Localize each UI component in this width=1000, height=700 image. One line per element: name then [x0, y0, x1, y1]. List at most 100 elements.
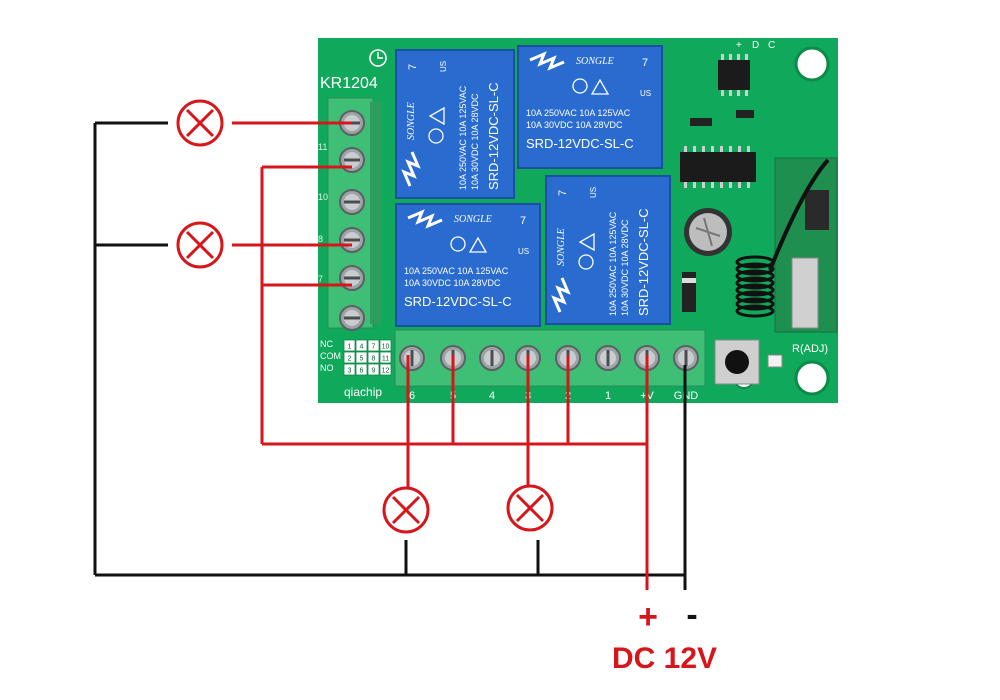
legend-cell-number: 4 — [360, 344, 364, 351]
smd-resistor — [736, 110, 754, 118]
dc-minus-symbol: - — [686, 596, 697, 634]
legend-cell-number: 6 — [360, 368, 364, 375]
songle-logo-icon — [529, 51, 565, 71]
songle-logo-icon — [551, 277, 571, 313]
side-terminal-label: 8 — [318, 234, 323, 244]
left-terminal-screws — [339, 110, 365, 331]
legend-cell — [379, 363, 392, 376]
diode-band — [682, 278, 696, 283]
mounting-hole — [794, 360, 830, 396]
clock-icon — [369, 49, 387, 67]
side-terminal-label: 11 — [318, 142, 327, 152]
terminal-screw — [673, 345, 699, 371]
ic-chip-pins — [684, 146, 750, 188]
relay-body — [395, 49, 515, 199]
dc-plus-symbol: + — [638, 598, 658, 636]
relay-pin-number: 7 — [557, 190, 569, 196]
lamps — [176, 99, 554, 534]
negative-wires — [93, 121, 687, 590]
terminal-screw — [479, 345, 505, 371]
relay-cert: US — [439, 61, 448, 72]
relay-model: SRD-12VDC-SL-C — [404, 294, 512, 309]
learn-button-cap — [725, 350, 749, 374]
legend-cell-number: 1 — [348, 344, 352, 351]
terminal-screw — [339, 227, 365, 253]
legend-no-label: NO — [320, 363, 334, 373]
legend-cell-number: 11 — [382, 356, 389, 363]
relay-brand: SONGLE — [556, 228, 567, 266]
board-maker-label: qiachip — [344, 385, 382, 399]
relay-model: SRD-12VDC-SL-C — [486, 82, 501, 190]
relay-pin-number: 7 — [407, 64, 419, 70]
legend-cell — [355, 339, 368, 352]
songle-logo-icon — [407, 209, 443, 229]
bottom-terminal-label: 1 — [605, 390, 611, 402]
legend-cell-number: 2 — [348, 356, 352, 363]
legend-cell-number: 3 — [348, 368, 352, 375]
relay-cert: US — [640, 89, 651, 98]
relay-pin-number: 7 — [642, 57, 648, 69]
relay-cert: US — [518, 247, 529, 256]
relay-rating-ac: 10A 250VAC 10A 125VAC — [404, 266, 509, 276]
capacitor-vent — [695, 217, 721, 247]
legend-nc-label: NC — [320, 339, 333, 349]
legend-cell — [379, 351, 392, 364]
legend-cell-number: 10 — [382, 344, 390, 351]
rf-crystal — [791, 257, 819, 329]
lamp-icon — [176, 99, 224, 147]
cqc-mark-icon — [572, 78, 588, 94]
warning-triangle-icon — [590, 78, 610, 95]
relay-brand: SONGLE — [576, 56, 614, 67]
relay-rating-dc: 10A 30VDC 10A 28VDC — [470, 93, 480, 190]
terminal-screw — [595, 345, 621, 371]
board-model-label: KR1204 — [320, 75, 378, 92]
warning-triangle-icon — [468, 236, 488, 253]
relay-rating-ac: 10A 250VAC 10A 125VAC — [458, 85, 468, 190]
side-terminal-label: 7 — [318, 274, 323, 284]
relay-pin-number: 7 — [520, 215, 526, 227]
warning-triangle-icon — [578, 232, 595, 252]
lamp-icon — [176, 221, 224, 269]
relay-rating-dc: 10A 30VDC 10A 28VDC — [620, 219, 630, 316]
legend-cell — [355, 351, 368, 364]
bottom-terminal-label: 6 — [409, 390, 415, 402]
bottom-terminal-label: 4 — [489, 390, 495, 402]
terminal-screw — [399, 345, 425, 371]
pcb-mark: D — [752, 40, 759, 51]
left-terminal-backing — [370, 102, 382, 324]
relay-rating-ac: 10A 250VAC 10A 125VAC — [608, 211, 618, 316]
relay-rating-dc: 10A 30VDC 10A 28VDC — [526, 120, 623, 130]
relay-cert: US — [589, 187, 598, 198]
antenna-coil — [735, 255, 775, 318]
side-terminal-label: 10 — [318, 192, 328, 202]
legend-cell — [343, 363, 356, 376]
terminal-screw — [339, 305, 365, 331]
legend-cell-number: 5 — [360, 356, 364, 363]
relay-body — [395, 203, 541, 327]
legend-cell — [343, 351, 356, 364]
cqc-mark-icon — [450, 236, 466, 252]
power-label: DC 12V — [612, 642, 717, 675]
relay-model: SRD-12VDC-SL-C — [526, 136, 634, 151]
lamp-icon — [382, 486, 430, 534]
antenna-lead — [768, 158, 830, 271]
legend-cell — [355, 363, 368, 376]
relay-brand: SONGLE — [406, 102, 417, 140]
legend-cell — [367, 363, 380, 376]
relay-brand: SONGLE — [454, 214, 492, 225]
lamp-icon — [506, 484, 554, 532]
mounting-hole — [794, 46, 830, 82]
rf-shield — [805, 190, 829, 230]
clock-hands — [377, 52, 383, 59]
legend-cell-number: 8 — [372, 356, 376, 363]
legend-cell — [367, 351, 380, 364]
ic-chip-pins — [721, 54, 748, 96]
led — [767, 354, 783, 368]
ic-chip-large — [680, 152, 756, 182]
